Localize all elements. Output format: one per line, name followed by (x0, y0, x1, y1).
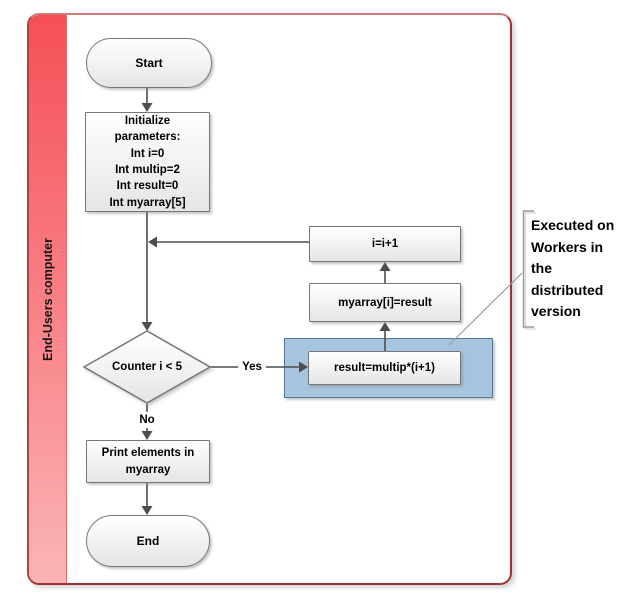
edge-label-no: No (133, 412, 161, 428)
init-line: Int i=0 (130, 147, 165, 160)
node-assign-label: myarray[i]=result (338, 296, 432, 309)
init-line: Initialize (124, 115, 171, 128)
init-line: parameters: (114, 131, 181, 144)
node-start-label: Start (135, 56, 163, 70)
annotation-line: version (531, 303, 581, 319)
arrowhead-up-increment (379, 262, 391, 271)
arrowhead-down-print (141, 431, 153, 440)
annotation-line: the (531, 260, 552, 276)
annotation-line: Executed on (531, 217, 615, 233)
print-line: myarray (125, 463, 171, 476)
arrowhead-down-end (141, 506, 153, 515)
node-increment: i=i+1 (309, 226, 461, 262)
edge-label-yes: Yes (238, 359, 266, 375)
annotation-bracket-shadow (524, 212, 536, 330)
print-line: Print elements in (101, 447, 195, 459)
node-start: Start (86, 38, 212, 88)
node-compute-result: result=multip*(i+1) (308, 351, 461, 385)
arrowhead-right-compute (299, 361, 308, 373)
node-end: End (86, 515, 210, 567)
arrowhead-up-assign (379, 322, 391, 331)
annotation-leader-line (448, 272, 523, 346)
init-line: Int result=0 (116, 180, 179, 193)
connector-lines (146, 88, 386, 507)
node-initialize: Initialize parameters: Int i=0 Int multi… (85, 112, 210, 212)
arrowhead-down-decision (141, 322, 153, 331)
annotation-line: distributed (531, 281, 604, 298)
arrowhead-down-init (141, 103, 153, 112)
annotation-bracket (522, 210, 534, 328)
init-line: Int myarray[5] (109, 196, 186, 209)
node-assign-array: myarray[i]=result (309, 283, 461, 322)
node-increment-label: i=i+1 (371, 238, 399, 250)
node-compute-label: result=multip*(i+1) (334, 362, 435, 374)
arrowhead-left-merge (148, 236, 157, 248)
decision-diamond (82, 330, 212, 404)
node-end-label: End (136, 534, 160, 548)
arrowheads (141, 103, 391, 515)
node-print: Print elements in myarray (86, 440, 210, 483)
init-line: Int multip=2 (115, 164, 180, 176)
decision-label: Counter i < 5 (112, 361, 182, 373)
swimlane-title-band: End-Users computer (29, 15, 67, 583)
annotation-line: Workers in (531, 238, 604, 255)
annotation-text: Executed on Workers in the distributed v… (531, 215, 634, 323)
